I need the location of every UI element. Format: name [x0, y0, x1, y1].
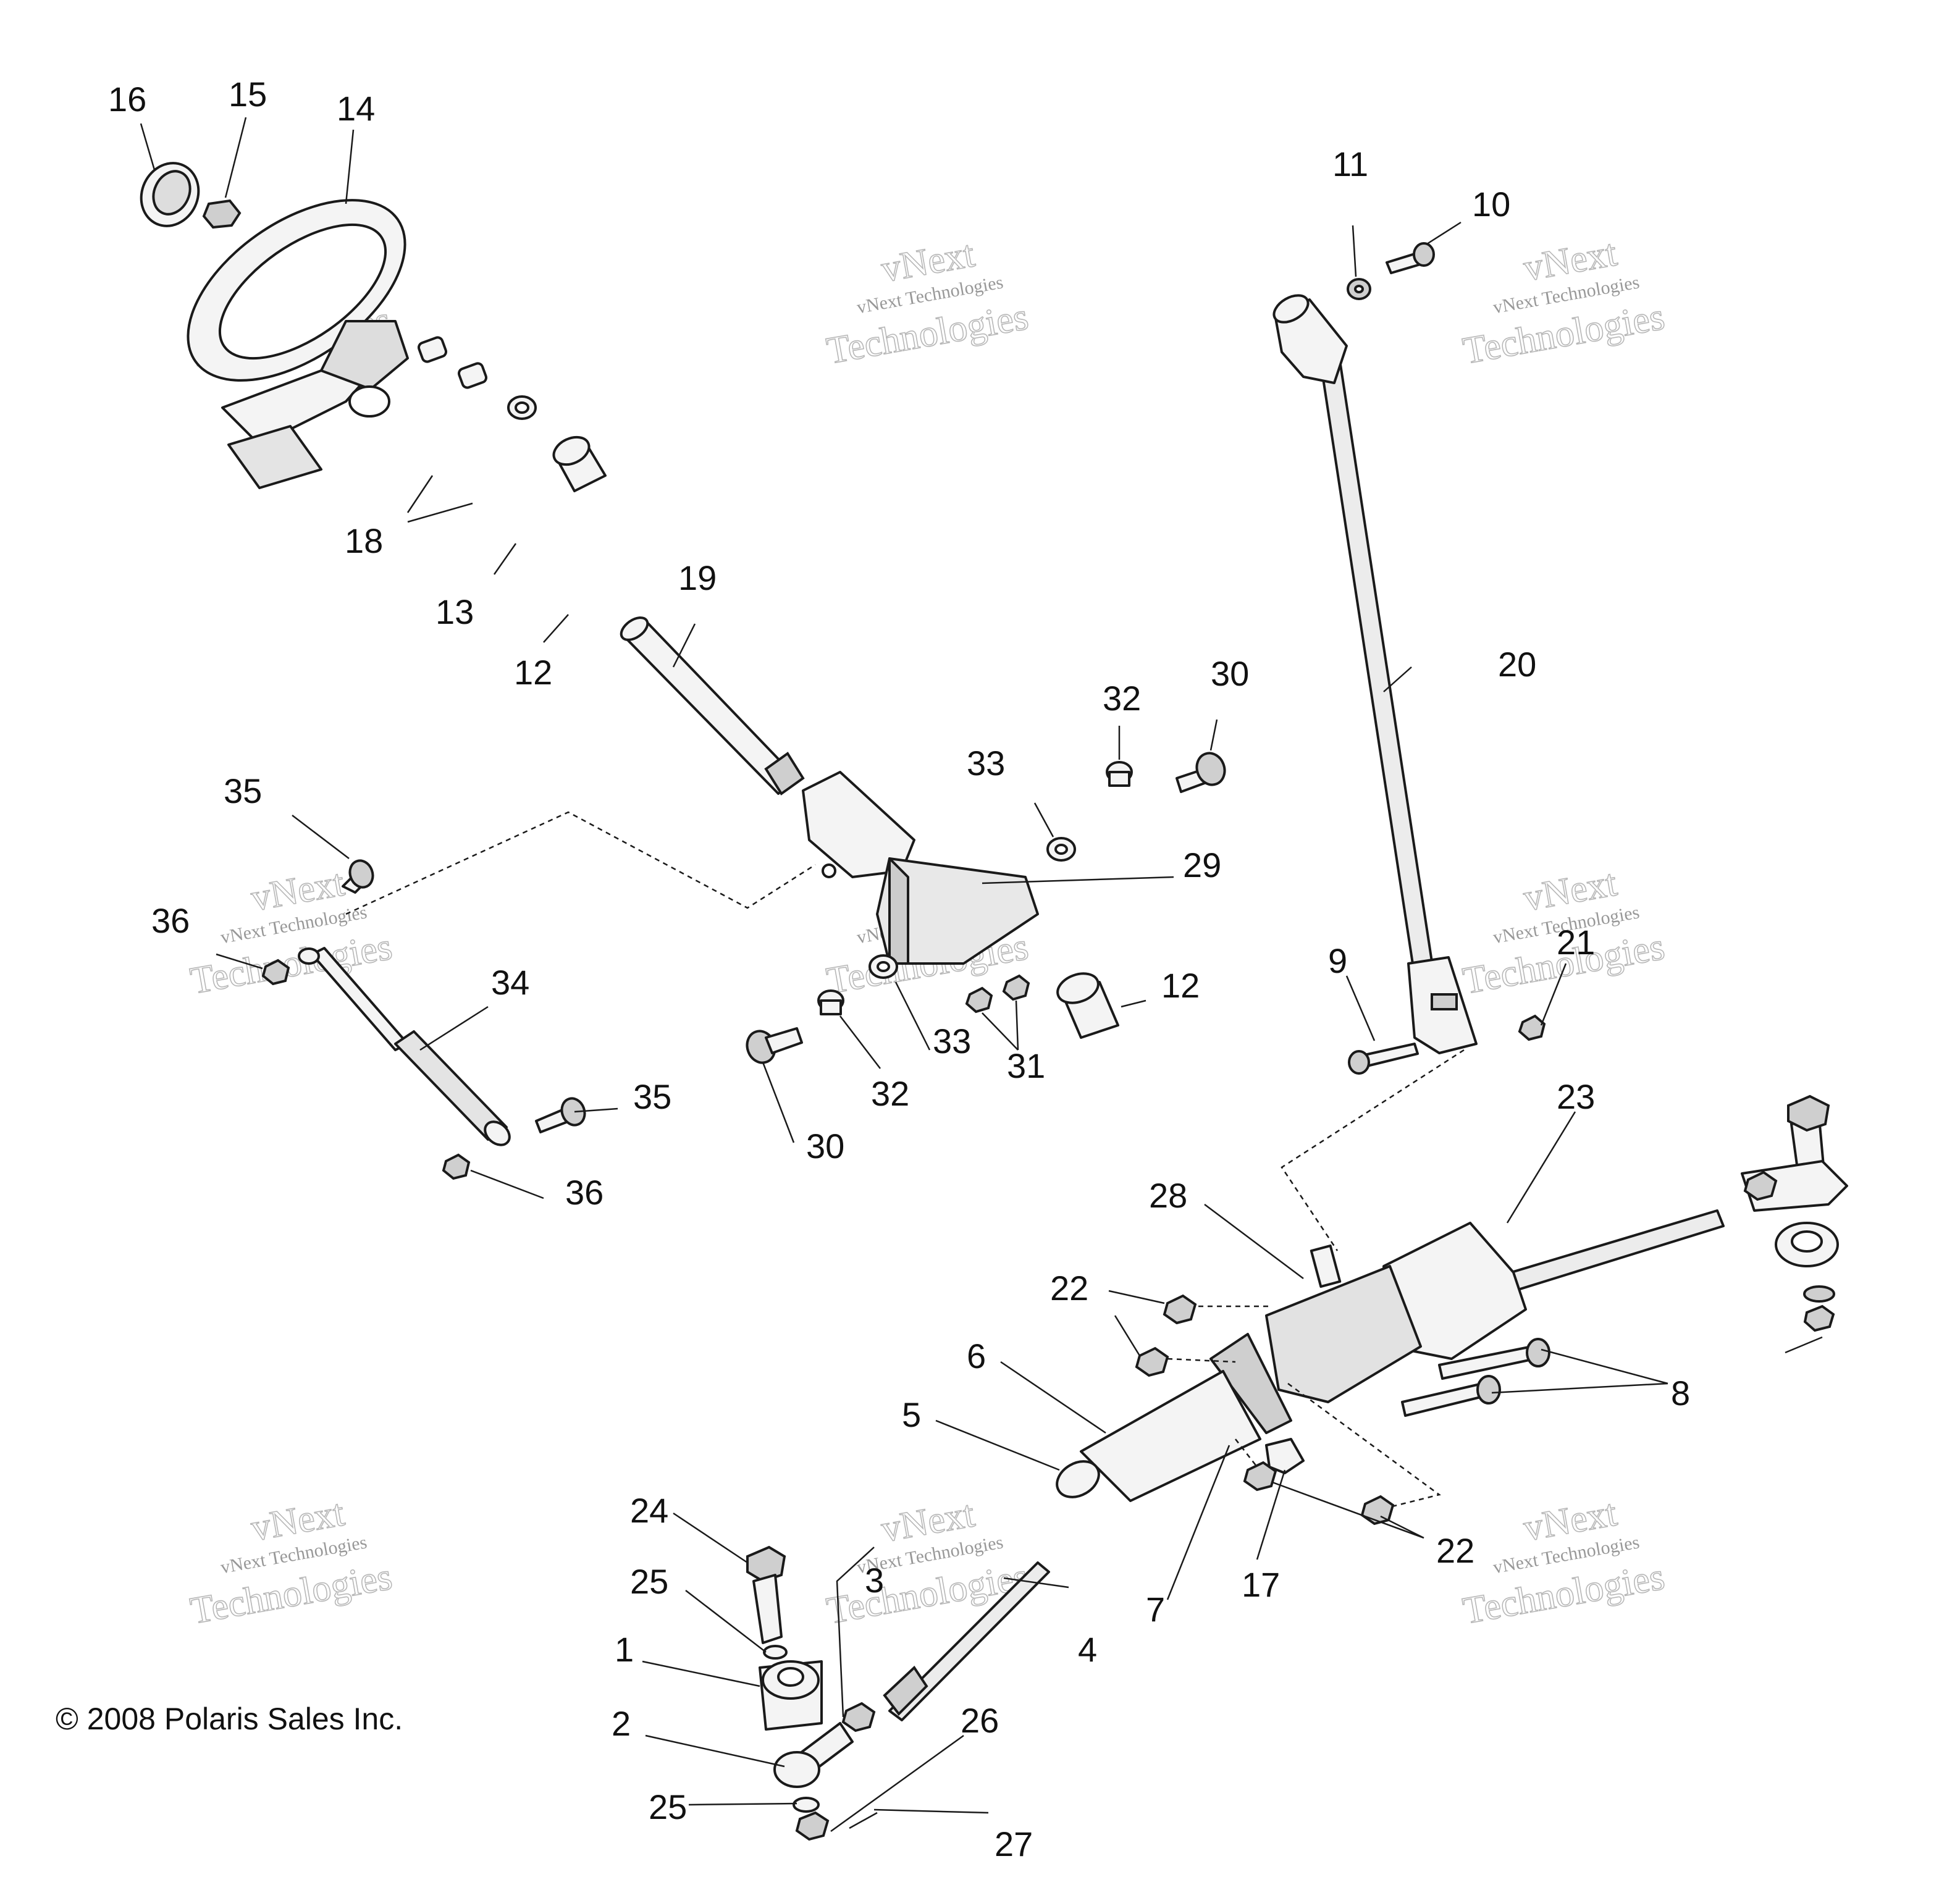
- callout-9: 9: [1328, 941, 1347, 980]
- rack-nuts-22: [1135, 1294, 1395, 1526]
- callout-7: 7: [1146, 1590, 1165, 1629]
- pivot-bolt-30-lower: [746, 1027, 803, 1064]
- bolt-9: [1348, 1043, 1419, 1075]
- callout-18: 18: [345, 521, 383, 560]
- strut-nut-36-upper: [261, 959, 290, 986]
- svg-text:Technologies: Technologies: [1460, 295, 1667, 372]
- callout-22-upper: 22: [1050, 1269, 1088, 1308]
- callout-36-lower: 36: [565, 1173, 604, 1212]
- svg-text:Technologies: Technologies: [187, 1555, 395, 1632]
- strut-bolt-35-upper: [342, 859, 374, 894]
- callout-1: 1: [615, 1630, 634, 1669]
- callout-32-lower: 32: [871, 1074, 909, 1113]
- watermark-bottom-left: vNext vNext Technologies Technologies: [187, 1492, 395, 1633]
- watermark-top-center: vNext vNext Technologies Technologies: [823, 232, 1032, 372]
- leader-lines: [140, 117, 1668, 1833]
- washer-upper: [507, 395, 537, 420]
- strut-bolt-35-lower: [535, 1097, 586, 1133]
- watermark-top-right: vNext vNext Technologies Technologies: [1459, 232, 1668, 373]
- horn-cap: [140, 162, 200, 227]
- washer-33-lower: [869, 954, 898, 979]
- callout-22-lower: 22: [1436, 1531, 1474, 1570]
- callout-4: 4: [1078, 1630, 1097, 1669]
- spacers: [417, 336, 488, 389]
- callout-14: 14: [337, 89, 375, 128]
- wheel-nut: [202, 199, 242, 229]
- dashed-guides: [345, 811, 1465, 1508]
- nuts-31: [965, 974, 1030, 1014]
- column-bracket: [802, 771, 1039, 965]
- bushing-upper: [552, 435, 607, 492]
- callout-2: 2: [612, 1704, 631, 1743]
- callout-6: 6: [967, 1337, 986, 1375]
- callout-34: 34: [491, 963, 529, 1002]
- rack-bolts-8: [1401, 1338, 1550, 1417]
- callout-25-upper: 25: [630, 1562, 668, 1601]
- callout-35-lower: 35: [633, 1077, 671, 1116]
- nut-21: [1518, 1014, 1546, 1041]
- callout-12-upper: 12: [514, 653, 552, 692]
- pinion-stub: [1310, 1244, 1342, 1288]
- callout-25-lower: 25: [649, 1787, 687, 1826]
- callout-10: 10: [1472, 185, 1510, 224]
- svg-text:Technologies: Technologies: [1460, 1555, 1667, 1632]
- pivot-bolt-30-upper: [1176, 752, 1226, 793]
- callout-28: 28: [1149, 1176, 1187, 1215]
- callout-35-upper: 35: [224, 771, 262, 810]
- callout-30-lower: 30: [806, 1127, 844, 1165]
- callout-11: 11: [1332, 145, 1368, 183]
- steering-rack: [883, 1209, 1725, 1721]
- callout-3: 3: [865, 1561, 884, 1600]
- callout-23: 23: [1557, 1077, 1595, 1116]
- bushing-lower: [1056, 972, 1119, 1039]
- callout-17: 17: [1242, 1565, 1280, 1604]
- bushing-32-upper: [1106, 761, 1133, 787]
- tie-rod-end-left: [746, 1545, 878, 1841]
- callout-29: 29: [1183, 846, 1221, 884]
- callout-26: 26: [961, 1701, 999, 1740]
- intermediate-shaft: [1272, 294, 1478, 1054]
- strut-nut-36-lower: [442, 1153, 471, 1180]
- bolt-10: [1386, 242, 1435, 274]
- bushing-32-lower: [817, 989, 844, 1015]
- steering-wheel: [187, 199, 409, 489]
- callout-15: 15: [229, 75, 267, 114]
- callout-21: 21: [1557, 923, 1595, 962]
- callout-16: 16: [108, 80, 146, 119]
- svg-text:Technologies: Technologies: [187, 925, 395, 1002]
- callouts: 16 15 14 18 13 12 19 11 10 20 32 30 33 2…: [108, 75, 1690, 1863]
- washer-11: [1347, 278, 1371, 300]
- tie-rod-end-right: [1741, 1094, 1848, 1354]
- callout-33-upper: 33: [967, 744, 1005, 783]
- washer-33-upper: [1046, 837, 1076, 862]
- copyright-text: © 2008 Polaris Sales Inc.: [56, 1702, 403, 1736]
- callout-33-lower: 33: [933, 1022, 971, 1060]
- callout-31: 31: [1007, 1046, 1045, 1085]
- watermark-bottom-right: vNext vNext Technologies Technologies: [1459, 1492, 1668, 1633]
- bolt-17: [1265, 1438, 1305, 1474]
- callout-24: 24: [630, 1491, 668, 1530]
- callout-19: 19: [678, 558, 717, 597]
- callout-27: 27: [995, 1825, 1033, 1863]
- callout-13: 13: [435, 592, 474, 631]
- callout-30-upper: 30: [1211, 654, 1249, 693]
- callout-5: 5: [902, 1395, 921, 1434]
- callout-32-upper: 32: [1103, 679, 1141, 718]
- callout-36-upper: 36: [151, 901, 190, 940]
- callout-8: 8: [1671, 1374, 1690, 1413]
- callout-12-lower: 12: [1161, 966, 1200, 1005]
- svg-text:Technologies: Technologies: [823, 295, 1031, 372]
- gas-strut: [298, 947, 511, 1146]
- callout-20: 20: [1498, 645, 1536, 684]
- steering-shaft: [620, 616, 805, 796]
